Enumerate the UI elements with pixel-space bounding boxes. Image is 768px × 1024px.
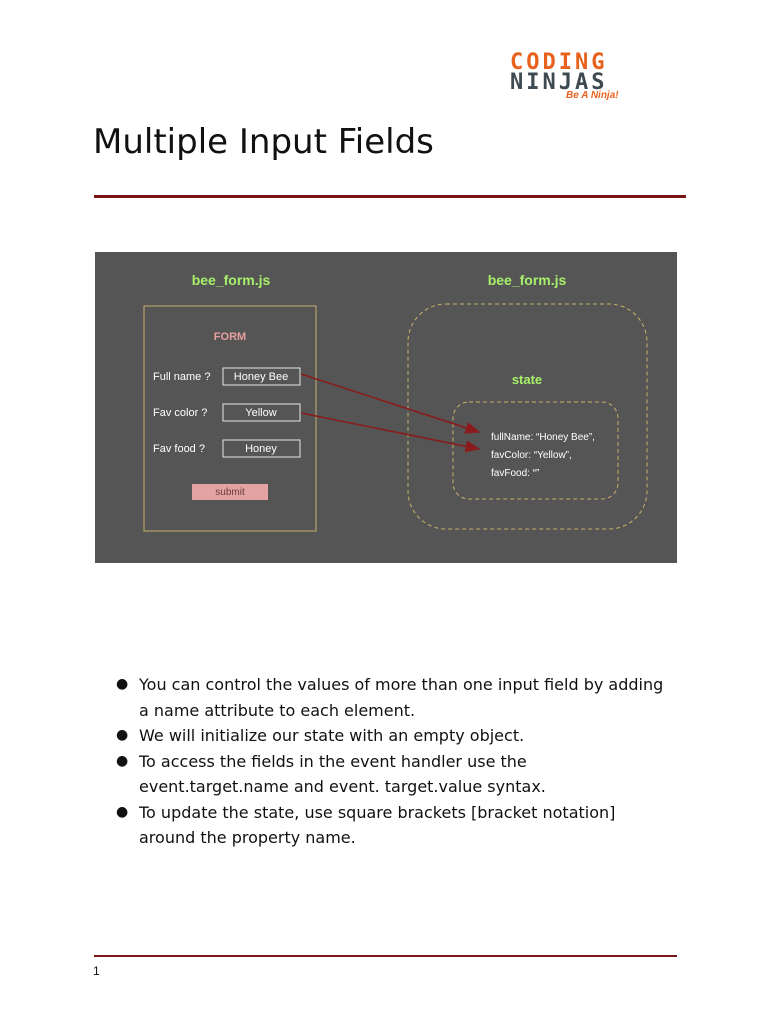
state-line-fav-food: favFood: “” (491, 468, 539, 479)
bullet-dot-icon: ● (116, 676, 129, 692)
fav-color-input[interactable] (222, 403, 301, 422)
logo-tagline: Be A Ninja! (566, 90, 619, 101)
list-item: ●To update the state, use square bracket… (116, 800, 676, 851)
state-line-full-name: fullName: “Honey Bee”, (491, 432, 595, 443)
form-box (143, 305, 317, 532)
field-label-full-name: Full name ? (153, 371, 210, 383)
footer-divider (94, 955, 677, 957)
title-divider (94, 195, 686, 198)
coding-ninjas-logo: CODING NINJAS Be A Ninja! (510, 50, 632, 102)
field-label-fav-food: Fav food ? (153, 443, 205, 455)
field-label-fav-color: Fav color ? (153, 407, 207, 419)
logo-line-1: CODING (510, 50, 608, 75)
bullet-dot-icon: ● (116, 803, 129, 820)
page-title: Multiple Input Fields (93, 122, 434, 162)
arrow-full-name-to-state (300, 373, 481, 434)
page-number: 1 (93, 964, 100, 978)
full-name-input[interactable] (222, 367, 301, 386)
full-name-value: Honey Bee (234, 371, 288, 383)
logo-line-2: NINJAS (510, 70, 608, 95)
list-item: ●To access the fields in the event handl… (116, 749, 676, 800)
right-file-title: bee_form.js (488, 272, 567, 288)
submit-button-label: submit (215, 487, 245, 498)
left-file-title: bee_form.js (192, 272, 271, 288)
bullet-list: ●You can control the values of more than… (116, 672, 676, 851)
fav-color-value: Yellow (245, 407, 276, 419)
state-label: state (512, 372, 542, 387)
state-diagram: bee_form.js bee_form.js FORM Full name ?… (95, 252, 677, 563)
list-item: ●We will initialize our state with an em… (116, 723, 676, 749)
arrow-fav-color-to-state (300, 412, 481, 453)
state-line-fav-color: favColor: “Yellow”, (491, 450, 572, 461)
submit-button[interactable] (192, 484, 268, 500)
fav-food-value: Honey (245, 443, 277, 455)
component-dashed-box (407, 303, 648, 530)
fav-food-input[interactable] (222, 439, 301, 458)
list-item: ●You can control the values of more than… (116, 672, 676, 723)
bullet-dot-icon: ● (116, 752, 129, 769)
form-heading: FORM (214, 331, 246, 343)
bullet-dot-icon: ● (116, 727, 129, 743)
state-object-box (452, 401, 619, 500)
